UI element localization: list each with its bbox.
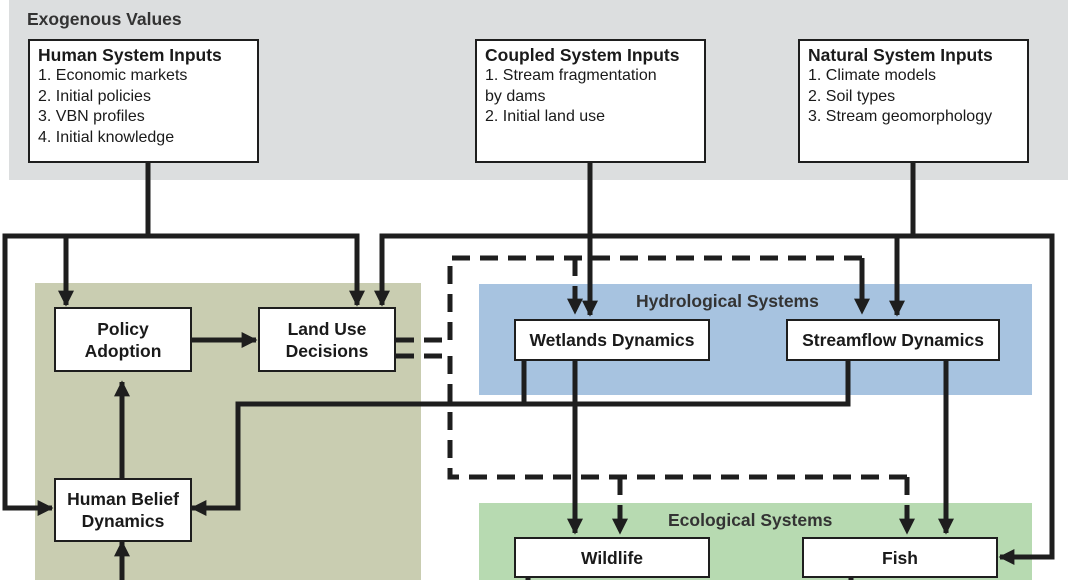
policy-adoption-box: Policy Adoption: [54, 307, 192, 372]
fish-box: Fish: [802, 537, 998, 578]
ecological-systems-title: Ecological Systems: [668, 510, 833, 530]
wildlife-box: Wildlife: [514, 537, 710, 578]
natural-input-item: 1. Climate models: [808, 67, 937, 84]
human-belief-label-line1: Human Belief: [67, 489, 179, 509]
natural-system-inputs-title: Natural System Inputs: [808, 45, 993, 65]
coupled-system-inputs-title: Coupled System Inputs: [485, 45, 680, 65]
natural-input-item: 3. Stream geomorphology: [808, 108, 993, 125]
arrow-hydro-feedback-to-belief: [190, 360, 851, 517]
human-input-item: 2. Initial policies: [38, 87, 151, 105]
streamflow-dynamics-box: Streamflow Dynamics: [786, 319, 1000, 361]
policy-adoption-label-line1: Policy: [97, 318, 149, 339]
arrow-to-land-use-from-natural: [373, 233, 913, 307]
arrow-to-streamflow-from-natural: [888, 233, 913, 317]
coupled-input-item: by dams: [485, 87, 546, 105]
coupled-input-item: 1. Stream fragmentation: [485, 67, 657, 84]
arrow-to-human-belief: [2, 233, 148, 517]
hydrological-systems-title: Hydrological Systems: [636, 291, 819, 311]
coupled-system-inputs-box: Coupled System Inputs 1. Stream fragment…: [475, 39, 706, 163]
arrow-to-fish-from-natural: [913, 233, 1055, 566]
natural-system-inputs-box: Natural System Inputs 1. Climate models …: [798, 39, 1029, 163]
human-belief-dynamics-box: Human Belief Dynamics: [54, 478, 192, 542]
arrow-to-policy-adoption: [57, 233, 148, 307]
human-input-item: 4. Initial knowledge: [38, 128, 175, 146]
human-system-inputs-box: Human System Inputs 1. Economic markets …: [28, 39, 259, 163]
arrow-to-land-use-from-human: [148, 233, 366, 307]
natural-input-item: 2. Soil types: [808, 87, 896, 105]
land-use-decisions-label-line2: Decisions: [285, 340, 369, 361]
coupled-input-item: 2. Initial land use: [485, 108, 606, 125]
exogenous-values-title: Exogenous Values: [27, 9, 182, 29]
human-system-inputs-title: Human System Inputs: [38, 45, 222, 65]
land-use-decisions-box: Land Use Decisions: [258, 307, 396, 372]
human-belief-label-line2: Dynamics: [81, 511, 165, 531]
human-input-item: 3. VBN profiles: [38, 108, 145, 125]
land-use-decisions-label-line1: Land Use: [287, 318, 367, 339]
wetlands-dynamics-box: Wetlands Dynamics: [514, 319, 710, 361]
policy-adoption-label-line2: Adoption: [84, 340, 162, 361]
human-input-item: 1. Economic markets: [38, 67, 188, 84]
dashed-loop-eco: [447, 356, 907, 480]
